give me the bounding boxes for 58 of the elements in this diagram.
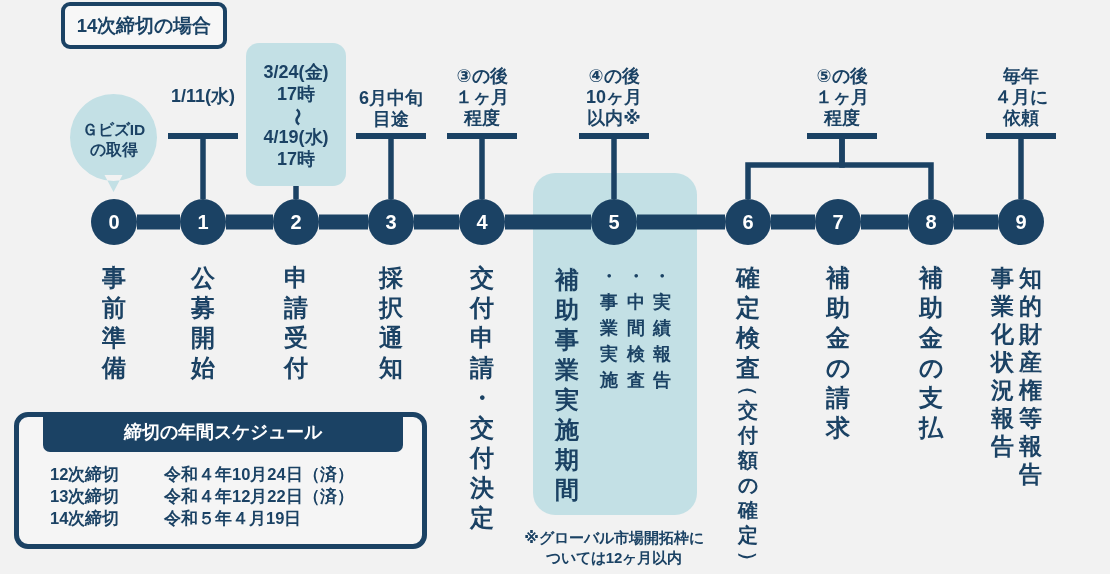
task-item: ・中間検査 [626,265,646,392]
timeline-segment [861,214,908,230]
timeline-segment [319,214,368,230]
timing-label: 6月中旬目途 [356,88,426,139]
round-label: 12次締切 [50,463,120,485]
leader-line [839,139,934,199]
timeline-segment [954,214,998,230]
step-label: 補助金の支払 [918,263,944,443]
step-label: 申請受付 [283,263,309,383]
step-label: 交付申請・交付決定 [469,263,495,533]
timing-label: 1/11(水) [168,86,238,139]
step-number: 4 [476,212,488,232]
step-number: 0 [108,212,120,232]
leader-line [388,139,394,199]
timing-label: 毎年４月に依頼 [986,66,1056,139]
period-title: 補助事業実施期間 [554,265,580,505]
bubble-text: ＧビズIDの取得 [81,120,146,160]
period-band [533,173,697,515]
deadline-date: 令和４年10月24日（済） [164,463,354,485]
task-item: ・実績報告 [652,265,672,392]
leader-line [200,139,206,199]
timing-label: ④の後10ヶ月以内※ [579,66,649,139]
step-label: 公募開始 [190,263,216,383]
timing-label: ⑤の後１ヶ月程度 [807,66,877,139]
timing-label: ③の後１ヶ月程度 [447,66,517,139]
step-number: 3 [385,212,397,232]
case-heading-box: 14次締切の場合 [61,2,227,49]
footnote: ※グローバル市場開拓枠については12ヶ月以内 [524,528,704,568]
timeline-segment [505,214,591,230]
step-label: 知的財産権等報告 [1017,263,1043,488]
leader-line [293,186,299,199]
step-number: 6 [742,212,754,232]
timeline-segment [414,214,459,230]
leader-line [479,139,485,199]
step-label: 事前準備 [101,263,127,383]
step-number: 5 [608,212,620,232]
deadline-date: 令和５年４月19日 [164,507,302,529]
leader-line [611,139,617,199]
step-label: 事業化状況報告 [989,263,1015,460]
schedule-panel [14,412,427,549]
timeline-segment [637,214,725,230]
step-circle [591,199,637,245]
step-number: 1 [197,212,209,232]
task-item: ・事業実施 [599,265,619,392]
timeline-segment [226,214,273,230]
step-number: 2 [290,212,302,232]
step-number: 7 [832,212,844,232]
timeline-segment [771,214,815,230]
round-label: 14次締切 [50,507,120,529]
round-label: 13次締切 [50,485,120,507]
timeline-segment [137,214,180,230]
step-number: 9 [1015,212,1027,232]
step-label: 補助金の請求 [825,263,851,443]
step-number: 8 [925,212,937,232]
leader-line [1018,139,1024,199]
date-range-box: 3/24(金)17時〜4/19(水)17時 [246,43,346,186]
deadline-date: 令和４年12月22日（済） [164,485,354,507]
step-label: 採択通知 [378,263,404,383]
